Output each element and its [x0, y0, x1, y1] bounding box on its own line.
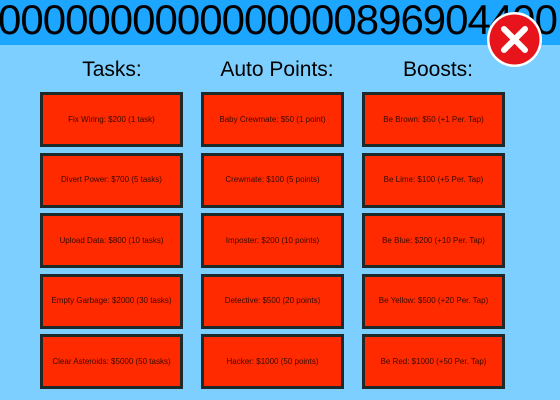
- boost-be-yellow-button[interactable]: Be Yellow: $500 (+20 Per. Tap): [362, 273, 505, 329]
- task-divert-power-button[interactable]: Divert Power: $700 (5 tasks): [40, 152, 183, 208]
- score-display: 0000000000000000896904490: [0, 0, 558, 43]
- task-upload-data-button[interactable]: Upload Data: $800 (10 tasks): [40, 213, 183, 268]
- shop-grid: Fix Wiring: $200 (1 task) Baby Crewmate:…: [40, 92, 506, 389]
- auto-detective-button[interactable]: Detective: $500 (20 points): [201, 273, 344, 329]
- task-clear-asteroids-button[interactable]: Clear Asteroids: $5000 (50 tasks): [40, 334, 183, 389]
- close-x-icon: [489, 14, 540, 65]
- boosts-header: Boosts:: [402, 58, 474, 81]
- auto-imposter-button[interactable]: Imposter: $200 (10 points): [201, 213, 344, 268]
- auto-baby-crewmate-button[interactable]: Baby Crewmate: $50 (1 point): [201, 92, 344, 147]
- auto-hacker-button[interactable]: Hacker: $1000 (50 points): [201, 334, 344, 389]
- score-bar: 0000000000000000896904490: [0, 0, 560, 45]
- boost-be-brown-button[interactable]: Be Brown: $50 (+1 Per. Tap): [362, 92, 505, 147]
- tasks-header: Tasks:: [82, 58, 142, 81]
- boost-be-red-button[interactable]: Be Red: $1000 (+50 Per. Tap): [362, 334, 505, 389]
- boost-be-blue-button[interactable]: Be Blue: $200 (+10 Per. Tap): [362, 213, 505, 268]
- task-empty-garbage-button[interactable]: Empty Garbage: $2000 (30 tasks): [40, 273, 183, 329]
- close-button[interactable]: [487, 12, 542, 67]
- task-fix-wiring-button[interactable]: Fix Wiring: $200 (1 task): [40, 92, 183, 147]
- auto-points-header: Auto Points:: [220, 58, 334, 81]
- auto-crewmate-button[interactable]: Crewmate: $100 (5 points): [201, 152, 344, 208]
- boost-be-lime-button[interactable]: Be Lime: $100 (+5 Per. Tap): [362, 152, 505, 208]
